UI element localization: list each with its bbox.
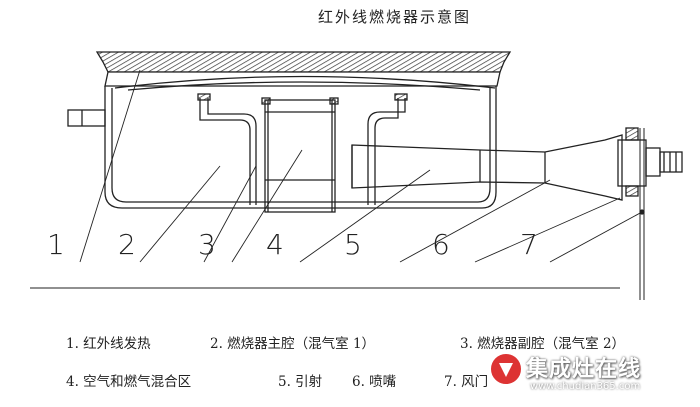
legend-item-6: 6. 喷嘴 [352, 374, 397, 390]
callout-4: 4 [266, 228, 284, 261]
legend-item-4: 4. 空气和燃气混合区 [66, 374, 192, 390]
watermark: 集成灶在线 www.chudian365.com [486, 347, 696, 405]
diagram-title: 红外线燃烧器示意图 [318, 8, 472, 26]
legend-item-5: 5. 引射 [278, 374, 323, 390]
watermark-url: www.chudian365.com [530, 381, 641, 392]
watermark-brand: 集成灶在线 [526, 357, 642, 382]
left-inlet-pipe [67, 109, 106, 127]
legend-item-1: 1. 红外线发热 [66, 336, 151, 352]
central-tube [264, 99, 336, 213]
plate-arch [114, 75, 496, 89]
brand-logo-icon [489, 352, 523, 386]
callout-6: 6 [432, 228, 450, 261]
callout-7: 7 [520, 228, 538, 261]
callout-1: 1 [47, 228, 65, 261]
outer-housing [104, 86, 497, 209]
legend-item-3: 3. 燃烧器副腔（混气室 2） [460, 336, 626, 352]
legend-item-2: 2. 燃烧器主腔（混气室 1） [210, 336, 376, 352]
callout-2: 2 [118, 228, 136, 261]
callout-5: 5 [344, 228, 362, 261]
legend-item-7: 7. 风门 [444, 374, 489, 390]
infrared-plate [95, 51, 512, 73]
venturi-tube [351, 134, 623, 201]
callout-3: 3 [198, 228, 216, 261]
